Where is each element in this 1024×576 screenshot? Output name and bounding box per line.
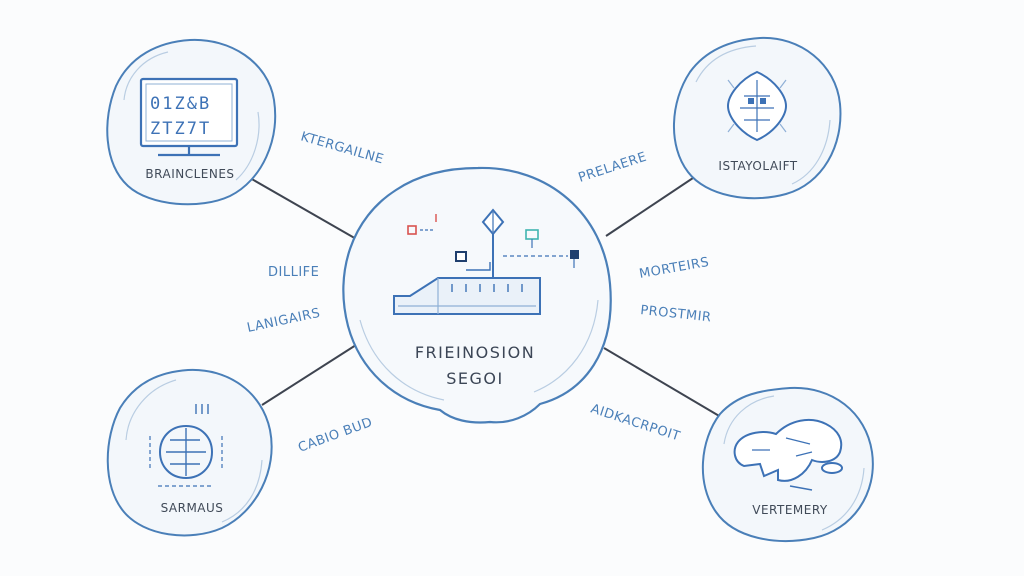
node-top-right-label: ISTAYOLAIFT <box>718 159 797 173</box>
edge-label-upper-left: KTERGAILNE <box>299 129 386 167</box>
node-center-rim-sketch <box>359 299 599 401</box>
node-top-left-label: BRAINCLENES <box>145 167 234 181</box>
edge-label-lower-left: CABIO BUD <box>296 415 374 456</box>
red-square-icon <box>407 225 417 235</box>
connector-bottom-left <box>261 344 357 406</box>
node-bottom-right-label: VERTEMERY <box>752 503 828 517</box>
control-panel-illustration <box>393 208 579 315</box>
connectors <box>249 171 727 421</box>
edge-label-upper-right: PRELAERE <box>577 150 649 186</box>
edge-label-mid-right-2: PROSTMIR <box>640 303 713 325</box>
node-bottom-left[interactable]: SARMAUS <box>106 368 273 537</box>
node-bottom-right-inner-sketch <box>723 395 865 531</box>
connector-bottom-right <box>603 347 727 421</box>
leaf-emblem-icon <box>726 70 788 142</box>
brain-circuit-icon <box>149 404 223 487</box>
center-title-line-2: SEGOI <box>446 369 503 388</box>
node-bottom-left-inner-sketch <box>125 379 263 523</box>
node-top-right-inner-sketch <box>695 45 831 185</box>
terrain-map-icon <box>733 418 843 491</box>
monitor-code-row-2: ZTZ7T <box>150 119 211 139</box>
monitor-code-row-1: 01Z&B <box>150 94 211 114</box>
node-top-right[interactable]: ISTAYOLAIFT <box>672 36 842 200</box>
node-bottom-left-label: SARMAUS <box>161 501 224 515</box>
connector-top-right <box>605 171 703 237</box>
monitor-icon: 01Z&B ZTZ7T <box>139 77 239 157</box>
center-title-line-1: FRIEINOSION <box>415 343 535 362</box>
dark-square-icon <box>455 251 467 262</box>
node-center[interactable]: FRIEINOSION SEGOI <box>342 166 612 424</box>
node-top-left-inner-sketch <box>123 51 260 181</box>
edge-label-mid-left-2: LANIGAIRS <box>246 306 322 336</box>
edge-label-mid-left-1: DILLIFE <box>268 265 319 280</box>
node-bottom-left-bubble <box>106 368 273 537</box>
edge-label-lower-right: AIDKACRPOIT <box>589 402 682 445</box>
edge-label-mid-right-1: MORTEIRS <box>638 255 710 282</box>
connector-top-left <box>249 177 359 241</box>
node-top-left[interactable]: 01Z&B ZTZ7T BRAINCLENES <box>106 38 277 206</box>
node-bottom-right[interactable]: VERTEMERY <box>701 386 874 542</box>
